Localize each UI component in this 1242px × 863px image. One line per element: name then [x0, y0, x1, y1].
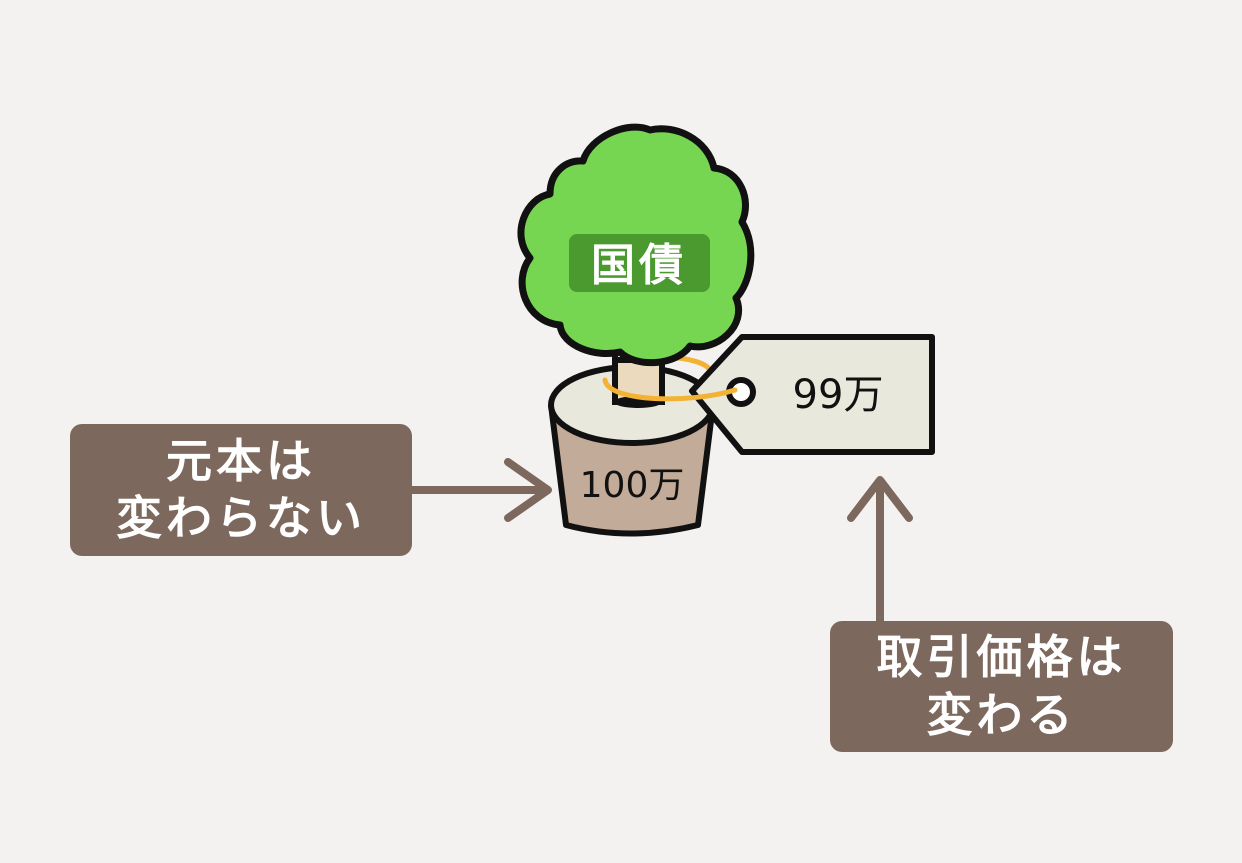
- string-front: [602, 377, 738, 402]
- principal-label-line1: 元本は: [166, 433, 316, 488]
- price-arrow: [847, 476, 913, 625]
- tag-value-text: 99万: [793, 372, 884, 418]
- potted-tree-icon: 100万: [548, 357, 716, 537]
- price-label-line2: 変わる: [926, 687, 1077, 742]
- price-label-box: 取引価格は 変わる: [830, 621, 1173, 752]
- price-label-line1: 取引価格は: [876, 630, 1127, 684]
- pot-value-text: 100万: [580, 465, 685, 506]
- principal-label-box: 元本は 変わらない: [70, 424, 412, 556]
- tree-foliage: 国債: [517, 123, 755, 367]
- tree-label-badge: [569, 234, 710, 292]
- tag-body: [689, 334, 935, 455]
- principal-arrow: [408, 458, 552, 522]
- principal-label-line2: 変わらない: [116, 491, 366, 545]
- tree-label-text: 国債: [591, 240, 687, 291]
